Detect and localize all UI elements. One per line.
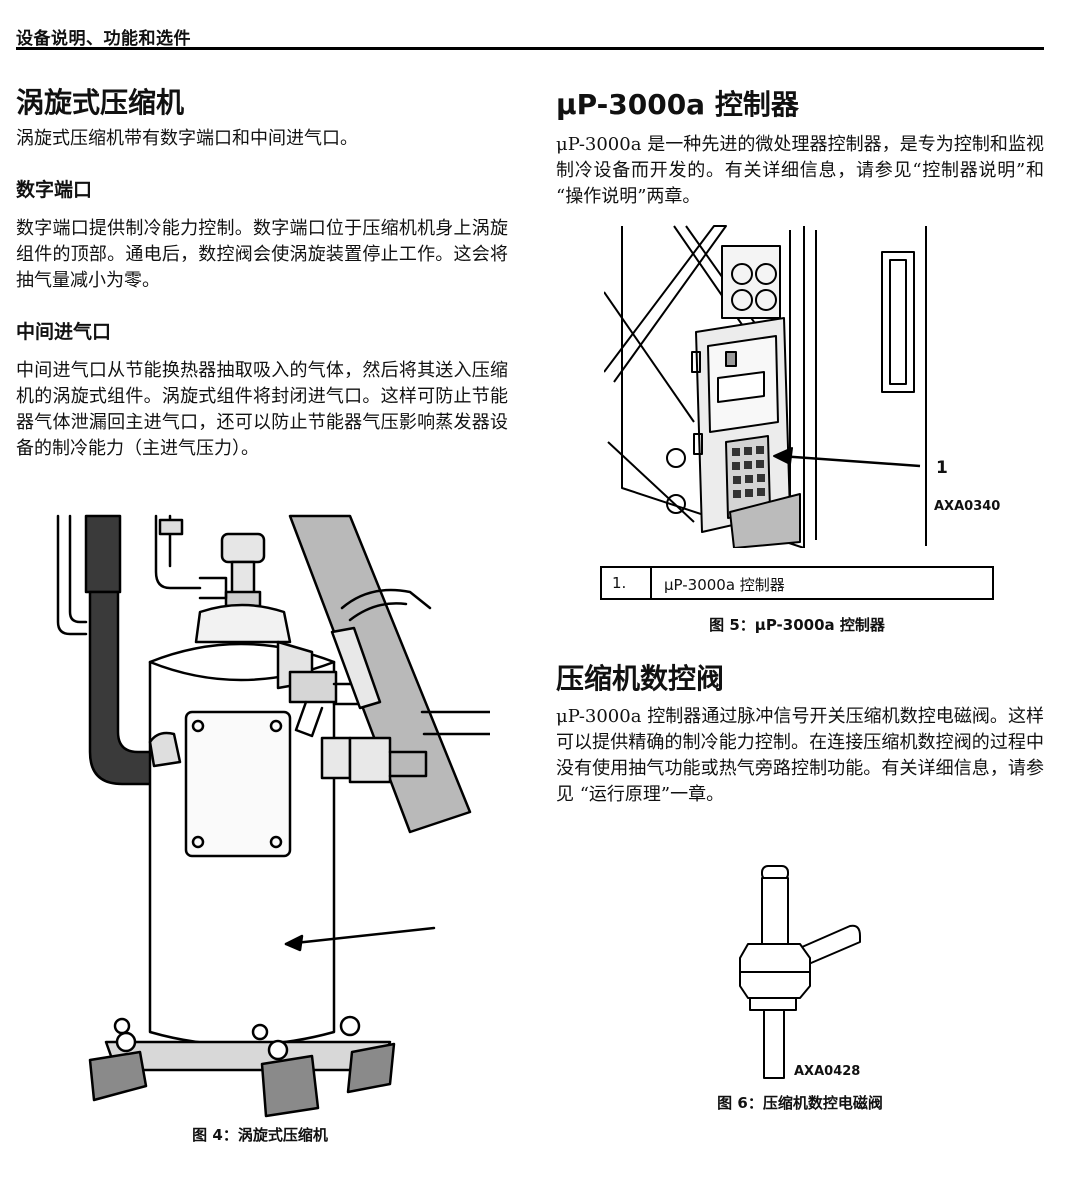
legend-number: 1. — [602, 568, 652, 598]
valve-figure-code: AXA0428 — [794, 1064, 861, 1079]
controller-title: μP-3000a 控制器 — [556, 88, 799, 121]
controller-figure — [604, 225, 927, 548]
scroll-compressor-title: 涡旋式压缩机 — [16, 86, 185, 119]
controller-figure-code: AXA0340 — [934, 499, 1001, 514]
right-column-valve: 压缩机数控阀 μP-3000a 控制器通过脉冲信号开关压缩机数控电磁阀。这样可以… — [556, 662, 1044, 808]
scroll-compressor-intro: 涡旋式压缩机带有数字端口和中间进气口。 — [16, 128, 358, 149]
left-column: 涡旋式压缩机 涡旋式压缩机带有数字端口和中间进气口。 数字端口 数字端口提供制冷… — [16, 86, 508, 462]
figure-4-caption: 图 4：涡旋式压缩机 — [192, 1126, 328, 1144]
scroll-compressor-figure — [56, 514, 490, 1118]
right-column-controller: μP-3000a 控制器 μP-3000a 是一种先进的微处理器控制器，是专为控… — [556, 88, 1044, 210]
figure-5-caption: 图 5：μP-3000a 控制器 — [709, 616, 885, 634]
header-rule — [16, 47, 1044, 50]
controller-body: μP-3000a 是一种先进的微处理器控制器，是专为控制和监视制冷设备而开发的。… — [556, 134, 1044, 207]
valve-figure — [739, 865, 861, 1079]
digital-port-body: 数字端口提供制冷能力控制。数字端口位于压缩机机身上涡旋组件的顶部。通电后，数控阀… — [16, 218, 508, 291]
controller-legend-table: 1. μP-3000a 控制器 — [600, 566, 994, 600]
running-header: 设备说明、功能和选件 — [16, 29, 191, 49]
digital-port-heading: 数字端口 — [16, 179, 93, 201]
intermediate-inlet-heading: 中间进气口 — [16, 321, 112, 343]
valve-title: 压缩机数控阀 — [556, 662, 725, 695]
intermediate-inlet-body: 中间进气口从节能换热器抽取吸入的气体，然后将其送入压缩机的涡旋式组件。涡旋式组件… — [16, 360, 508, 459]
controller-callout-number: 1 — [936, 458, 948, 478]
legend-text: μP-3000a 控制器 — [664, 576, 785, 594]
figure-6-caption: 图 6：压缩机数控电磁阀 — [717, 1094, 883, 1112]
valve-body: μP-3000a 控制器通过脉冲信号开关压缩机数控电磁阀。这样可以提供精确的制冷… — [556, 706, 1044, 805]
